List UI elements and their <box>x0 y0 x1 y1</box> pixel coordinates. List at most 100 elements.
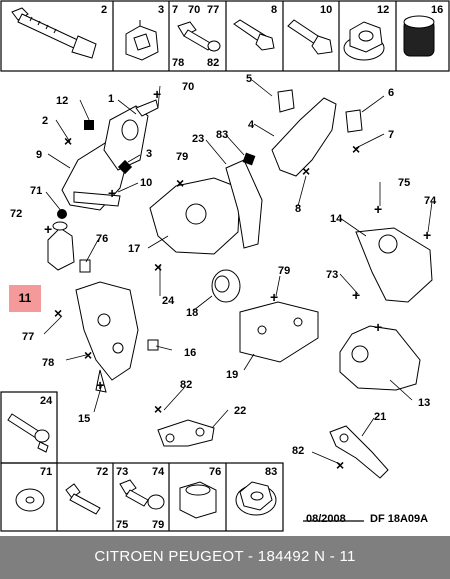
bottom-label-73: 73 <box>116 466 128 478</box>
cross-marker: × <box>352 141 360 157</box>
top-label-12: 12 <box>377 4 389 16</box>
cross-marker: × <box>84 347 92 363</box>
cross-marker: + <box>108 185 116 201</box>
upper-right-bracket <box>271 89 363 177</box>
bolt-washer-icon <box>119 479 165 510</box>
cross-marker: × <box>154 259 162 275</box>
bottom-label-76: 76 <box>209 466 221 478</box>
bolt-flange-icon <box>177 21 221 52</box>
bottom-label-74: 74 <box>152 466 165 478</box>
callout-78: 78 <box>42 357 54 369</box>
bottom-label-75: 75 <box>116 519 128 531</box>
cross-marker: + <box>153 86 161 102</box>
callout-1: 1 <box>108 93 114 105</box>
mounting-plate <box>239 301 319 363</box>
bush-icon <box>403 15 435 57</box>
highlighted-part-label: 11 <box>9 285 41 312</box>
callout-4: 4 <box>248 119 255 131</box>
cross-marker: × <box>302 163 310 179</box>
top-label-70: 70 <box>188 4 200 16</box>
footer-bar: CITROEN PEUGEOT - 184492 N - 11 <box>0 536 450 579</box>
callout-79b: 79 <box>278 265 290 277</box>
engine-mount-left <box>61 99 159 211</box>
callout-14: 14 <box>330 213 343 225</box>
drawing-reference: DF 18A09A <box>370 513 429 525</box>
flange-bolt-icon <box>65 483 101 515</box>
leader-lines <box>43 79 433 465</box>
cross-marker: + <box>270 289 278 305</box>
cross-marker: × <box>336 457 344 473</box>
callout-6: 6 <box>388 87 394 99</box>
cross-marker: + <box>44 221 52 237</box>
rubber-bush-icon <box>179 481 217 519</box>
date-reference: 08/2008 <box>306 513 346 525</box>
callout-82: 82 <box>180 379 192 391</box>
callout-16: 16 <box>184 347 196 359</box>
callout-79: 79 <box>176 151 188 163</box>
bolt-long-hex-icon <box>287 19 333 55</box>
top-label-2: 2 <box>101 4 107 16</box>
callout-8: 8 <box>295 203 301 215</box>
bottom-label-79: 79 <box>152 519 164 531</box>
top-label-16: 16 <box>431 4 443 16</box>
callout-2: 2 <box>42 115 48 127</box>
bottom-label-71: 71 <box>40 466 52 478</box>
washer-icon <box>15 488 45 512</box>
highlighted-part-number: 11 <box>18 291 32 305</box>
bottom-labels: 24 71 72 73 74 75 79 76 83 <box>40 395 277 531</box>
callout-21: 21 <box>374 411 386 423</box>
callout-15: 15 <box>78 413 90 425</box>
callout-22: 22 <box>234 405 246 417</box>
callout-12: 12 <box>56 95 68 107</box>
callout-70: 70 <box>182 81 194 93</box>
top-label-7: 7 <box>172 4 178 16</box>
strap-22 <box>157 419 215 447</box>
top-label-82: 82 <box>207 57 219 69</box>
callout-18: 18 <box>186 307 198 319</box>
square-nut-marker <box>242 152 256 166</box>
callout-17: 17 <box>128 243 140 255</box>
large-nut-icon <box>235 481 277 516</box>
callout-23: 23 <box>192 133 204 145</box>
top-label-3: 3 <box>158 4 164 16</box>
callout-5: 5 <box>246 73 252 85</box>
cross-marker: + <box>374 319 382 335</box>
cross-marker: + <box>423 227 431 243</box>
callout-labels: 70 12 1 2 3 9 10 79 23 83 5 4 6 7 8 71 7… <box>10 73 437 457</box>
clip-nut-icon <box>125 20 159 61</box>
parts-diagram: 2 3 7 70 77 78 82 8 10 12 16 <box>0 0 450 532</box>
engine-mount-right <box>339 227 433 391</box>
callout-77: 77 <box>22 331 34 343</box>
flange-nut-icon <box>343 21 385 61</box>
gearbox-mount-center <box>149 159 263 303</box>
square-nut-marker <box>84 120 94 130</box>
top-label-10: 10 <box>320 4 332 16</box>
bolt-long-icon <box>11 7 97 59</box>
footer-text: CITROEN PEUGEOT - 184492 N - 11 <box>94 548 356 565</box>
mount-insert <box>47 221 91 273</box>
bolt-hex-icon <box>233 19 275 51</box>
diagram-canvas: 2 3 7 70 77 78 82 8 10 12 16 <box>0 0 450 532</box>
top-label-8: 8 <box>271 4 277 16</box>
cross-marker: × <box>154 401 162 417</box>
callout-72: 72 <box>10 208 22 220</box>
bottom-parts-grid <box>0 391 284 532</box>
callout-3: 3 <box>146 148 152 160</box>
cross-marker: × <box>64 133 72 149</box>
lower-bracket <box>75 281 159 393</box>
fastener-markers: + × + × × × + + + + + + × × × + × × <box>44 86 431 473</box>
top-label-77: 77 <box>207 4 219 16</box>
cross-marker: × <box>176 175 184 191</box>
cross-marker: + <box>96 377 104 393</box>
callout-10: 10 <box>140 177 152 189</box>
callout-19: 19 <box>226 369 238 381</box>
bottom-label-83: 83 <box>265 466 277 478</box>
callout-75: 75 <box>398 177 410 189</box>
cross-marker: × <box>54 305 62 321</box>
callout-24: 24 <box>162 295 175 307</box>
callout-83: 83 <box>216 129 228 141</box>
cross-marker: + <box>352 287 360 303</box>
top-row-labels: 2 3 7 70 77 78 82 8 10 12 16 <box>101 4 443 69</box>
top-parts-row <box>0 0 450 72</box>
cross-marker: + <box>374 201 382 217</box>
